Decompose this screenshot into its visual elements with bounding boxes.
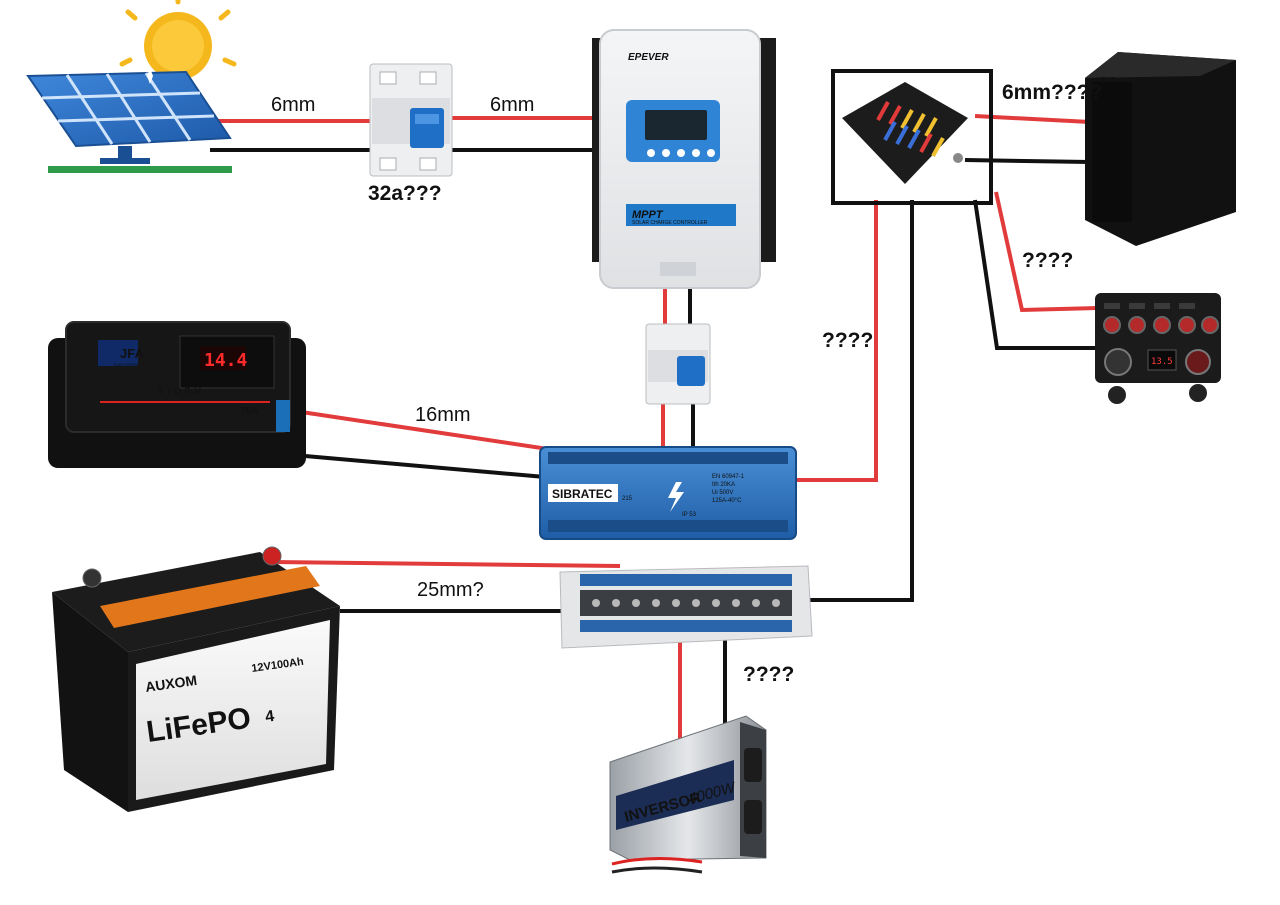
circuit-breaker-secondary	[645, 323, 711, 405]
charger-display: 14.4	[204, 350, 248, 371]
solar-panel	[26, 0, 237, 173]
label-battery-wire: 25mm?	[417, 579, 484, 601]
switch-panel: 13.5	[1095, 293, 1221, 404]
wire-switch-neg	[973, 199, 1100, 350]
fuse-box	[831, 69, 993, 205]
charger-brand-sub: ELECTRONICOS	[114, 362, 146, 367]
distribution-brand: SIBRATEC	[552, 487, 613, 501]
distribution-spec-4: 125A-40°C	[712, 498, 742, 504]
wire-charger-neg	[304, 454, 546, 479]
circuit-breaker-main	[369, 63, 453, 177]
inverter: INVERSOR 4000W	[609, 715, 767, 874]
label-panel-to-breaker: 6mm	[271, 94, 315, 116]
label-breaker-to-mppt: 6mm	[490, 94, 534, 116]
charger-amps: 70A	[240, 406, 258, 417]
wire-dist-fusebox-pos	[793, 200, 878, 482]
distribution-spec-2: Ith 20KA	[712, 482, 735, 488]
lightning-icon	[668, 482, 684, 512]
charger-model: STORM	[157, 386, 204, 396]
label-charger-wire: 16mm	[415, 404, 471, 426]
mppt-controller: EPEVER MPPT SOLAR CHARGE CONTROLLER	[592, 29, 776, 289]
distribution-spec-1: EN 60947-1	[712, 474, 745, 480]
sun-icon	[119, 0, 237, 80]
wire-charger-pos	[287, 408, 589, 457]
wire-switch-pos	[994, 191, 1099, 313]
wire-battery-pos	[271, 560, 621, 568]
fridge-brand: HENT	[1096, 77, 1116, 84]
distribution-model: 215	[622, 496, 633, 502]
distribution-ip: IP 53	[682, 512, 697, 518]
label-fridge-wire: 6mm????	[1002, 81, 1102, 104]
battery-charger: JFA ELECTRONICOS 14.4 STORM 70A	[48, 321, 306, 468]
label-inverter-wire: ????	[743, 663, 794, 686]
distribution-block: SIBRATEC 215 EN 60947-1 Ith 20KA Ui 500V…	[539, 446, 797, 540]
mppt-brand: EPEVER	[628, 52, 669, 63]
mppt-subtitle: SOLAR CHARGE CONTROLLER	[632, 220, 708, 226]
wire-labels: 6mm 6mm 32a??? 6mm???? ???? ???? 16mm 25…	[271, 81, 1102, 686]
battery-chemistry-suffix: 4	[264, 708, 275, 726]
mppt-mode: MPPT	[632, 209, 664, 221]
fridge: HENT	[1085, 52, 1236, 246]
battery: AUXOM 12V100Ah LiFePO 4	[52, 546, 340, 812]
label-breaker-rating: 32a???	[368, 182, 442, 205]
wire-fridge-pos	[974, 114, 1091, 124]
busbar	[559, 565, 813, 649]
wire-fridge-neg	[964, 158, 1091, 164]
battery-brand: AUXOM	[144, 672, 198, 695]
charger-brand: JFA	[120, 346, 144, 361]
voltmeter-readout: 13.5	[1151, 357, 1173, 367]
distribution-spec-3: Ui 500V	[712, 490, 733, 496]
label-switch-panel-wire: ????	[1022, 249, 1073, 272]
wire-busbar-fusebox-neg	[795, 200, 914, 602]
label-fusebox-to-busbar: ????	[822, 329, 873, 352]
